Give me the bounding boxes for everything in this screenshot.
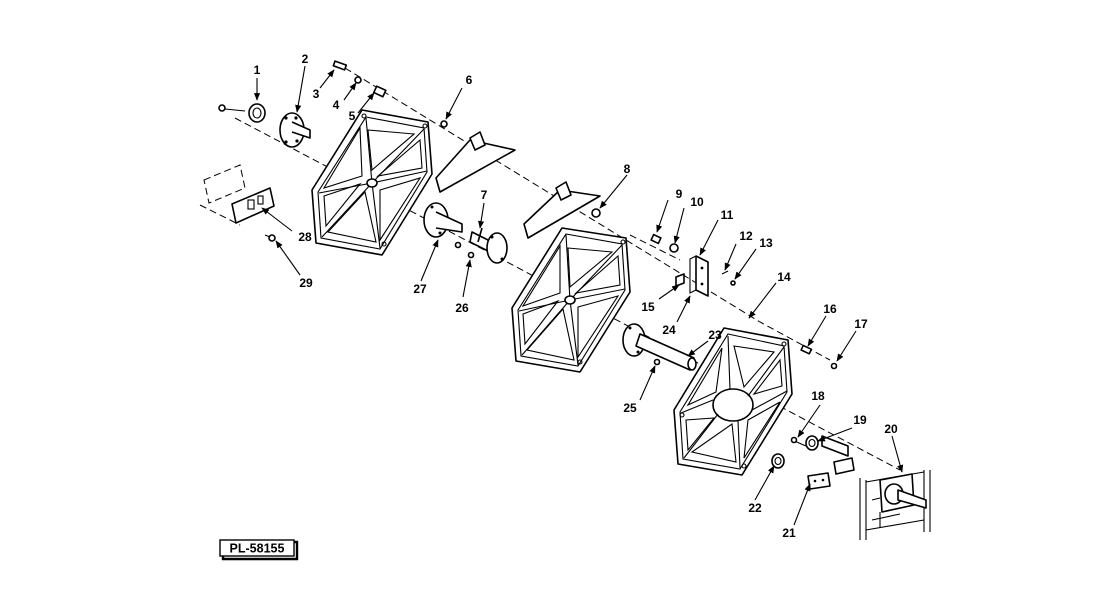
callout-leader-lines [253,65,904,526]
callout-3: 3 [313,87,320,101]
callout-18: 18 [811,389,825,403]
callout-14: 14 [777,270,791,284]
part-16-pin [800,344,813,355]
callout-2: 2 [302,52,309,66]
callout-28: 28 [298,230,312,244]
callout-8: 8 [624,162,631,176]
reel-frame-right [673,327,793,476]
callout-5: 5 [349,109,356,123]
part-bolt-left [218,104,246,112]
callout-labels: 1 2 3 4 5 6 7 8 9 10 11 12 13 14 15 16 1… [254,52,898,540]
part-5-bushing [372,85,387,98]
callout-4: 4 [333,98,340,112]
callout-19: 19 [853,413,867,427]
callout-15: 15 [641,300,655,314]
callout-22: 22 [748,501,762,515]
part-7-shaft [469,227,508,264]
callout-16: 16 [823,302,837,316]
plate-label-text: PL-58155 [230,542,285,556]
plate-label-box: PL-58155 [219,539,299,561]
reel-frame-middle [511,227,631,373]
callout-9: 9 [676,187,683,201]
callout-17: 17 [854,317,868,331]
part-28-bracket-plate [203,164,275,224]
callout-1: 1 [254,63,261,77]
callout-24: 24 [662,323,676,337]
part-27-hub [423,202,463,238]
callout-7: 7 [481,188,488,202]
part-10-washer [669,243,679,253]
callout-27: 27 [413,282,427,296]
part-22-bearing [771,453,785,469]
part-11-bracket [689,255,709,297]
part-3-pin [332,60,348,71]
part-23-axle-shaft [635,333,697,371]
part-26-washer [454,241,475,259]
callout-13: 13 [759,236,773,250]
part-18-screw [790,436,807,447]
part-19-bearing [805,435,849,457]
part-20-stand [859,470,931,540]
part-2-flange-hub [279,112,311,148]
callout-11: 11 [721,208,734,222]
part-4-washer [354,76,362,84]
part-8-nut [591,208,601,218]
part-17-nut [830,362,838,370]
part-12-screw [721,270,729,275]
part-29-screw [264,234,276,242]
callout-26: 26 [455,301,469,315]
callout-6: 6 [466,73,473,87]
part-1-nut [248,103,266,123]
callout-12: 12 [739,229,753,243]
part-13-nut [730,280,736,286]
callout-10: 10 [690,195,704,209]
callout-21: 21 [782,526,796,540]
part-21-brackets [807,457,855,490]
part-9-spacer [650,233,662,245]
callout-25: 25 [623,401,637,415]
part-15-clip [675,273,685,287]
callout-20: 20 [884,422,898,436]
part-angle-bracket-upper-right [523,181,601,239]
reel-frame-left [311,109,433,256]
part-angle-bracket-upper-left [435,131,516,193]
part-6-nut [440,120,448,128]
callout-23: 23 [708,328,722,342]
callout-29: 29 [299,276,313,290]
